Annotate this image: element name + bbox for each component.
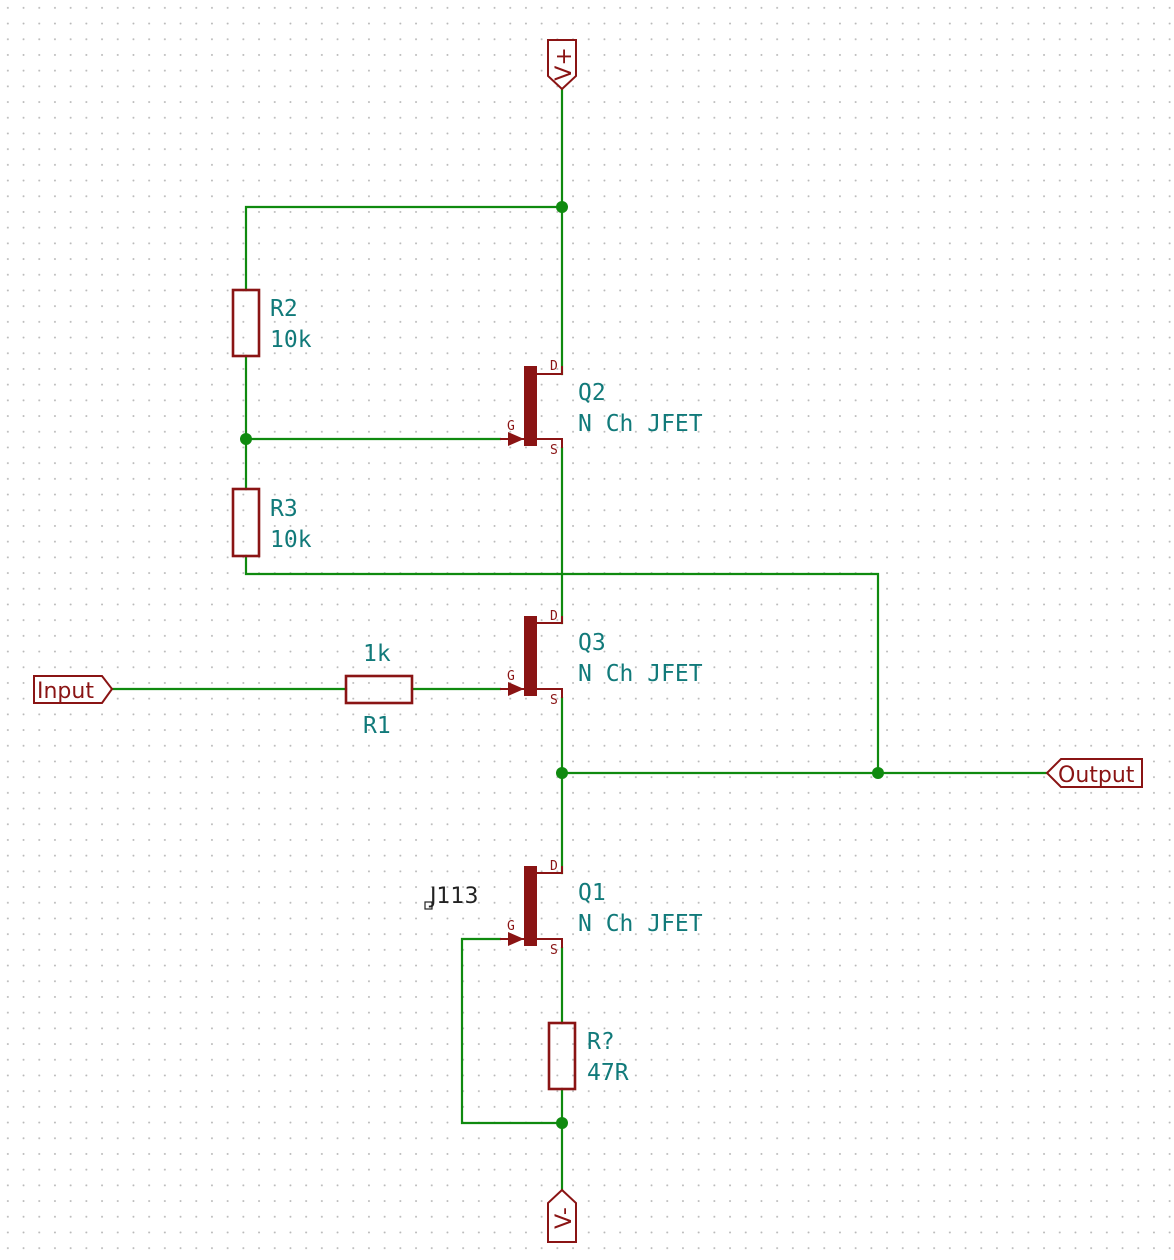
pin-g: G [507, 669, 515, 684]
pin-d: D [550, 359, 558, 374]
q3-value: N Ch JFET [578, 661, 703, 687]
input-label: Input [37, 679, 94, 704]
rq-ref: R? [587, 1029, 615, 1055]
pin-s: S [550, 693, 558, 708]
r1-value: 1k [363, 641, 391, 667]
source-lead [537, 688, 563, 698]
jfet-q3[interactable]: D G S Q3 N Ch JFET [500, 609, 703, 708]
output-label: Output [1058, 763, 1135, 788]
junction-dot [556, 1117, 568, 1129]
resistor-body [547, 1021, 577, 1091]
q1-part-number: J113 [428, 884, 478, 909]
port-input[interactable]: Input [33, 675, 114, 704]
jfet-q2[interactable]: D G S Q2 N Ch JFET [500, 359, 703, 458]
rq-value: 47R [587, 1060, 629, 1086]
vminus-label: V- [552, 1207, 577, 1229]
r3-value: 10k [270, 527, 312, 553]
junction-dot [556, 201, 568, 213]
wire-r2-top [244, 205, 564, 292]
pin-s: S [550, 943, 558, 958]
power-flag-shape [547, 39, 577, 91]
port-vplus[interactable]: V+ [547, 39, 577, 91]
resistor-body [344, 674, 414, 705]
drain-lead [537, 866, 563, 874]
resistor-r1[interactable]: 1k R1 [344, 641, 414, 739]
junctions [240, 201, 884, 1129]
q2-value: N Ch JFET [578, 411, 703, 437]
resistor-body [231, 487, 261, 558]
jfet-channel [524, 366, 537, 446]
gate-arrow-icon [508, 432, 524, 446]
port-shape [33, 675, 114, 704]
pin-s: S [550, 443, 558, 458]
source-lead [537, 938, 563, 948]
q3-ref: Q3 [578, 630, 606, 656]
q1-ref: Q1 [578, 880, 606, 906]
power-flag-shape [547, 1188, 577, 1243]
pin-g: G [507, 419, 515, 434]
jfet-channel [524, 866, 537, 946]
resistor-body [231, 288, 261, 358]
drain-lead [537, 366, 563, 375]
r1-ref: R1 [363, 713, 391, 739]
pin-g: G [507, 919, 515, 934]
wires [110, 87, 1049, 1192]
r3-ref: R3 [270, 496, 298, 522]
gate-arrow-icon [508, 932, 524, 946]
r2-value: 10k [270, 327, 312, 353]
pin-d: D [550, 609, 558, 624]
field-anchor-icon [424, 901, 433, 910]
junction-dot [872, 767, 884, 779]
wire-q1-gate-feedback [460, 937, 564, 1125]
q2-ref: Q2 [578, 380, 606, 406]
pin-d: D [550, 859, 558, 874]
q1-value: N Ch JFET [578, 911, 703, 937]
port-vminus[interactable]: V- [547, 1188, 577, 1243]
source-lead [537, 438, 563, 448]
drain-lead [537, 616, 563, 624]
gate-arrow-icon [508, 682, 524, 696]
junction-dot [556, 767, 568, 779]
wire-r3-to-output [244, 554, 880, 775]
jfet-q1[interactable]: D G S Q1 N Ch JFET J113 [424, 859, 703, 958]
resistor-r2[interactable]: R2 10k [231, 288, 312, 358]
resistor-r3[interactable]: R3 10k [231, 487, 312, 558]
r2-ref: R2 [270, 296, 298, 322]
jfet-channel [524, 616, 537, 696]
junction-dot [240, 433, 252, 445]
port-shape [1045, 758, 1143, 788]
port-output[interactable]: Output [1045, 758, 1143, 788]
resistor-rq[interactable]: R? 47R [547, 1021, 629, 1091]
vplus-label: V+ [552, 47, 577, 80]
